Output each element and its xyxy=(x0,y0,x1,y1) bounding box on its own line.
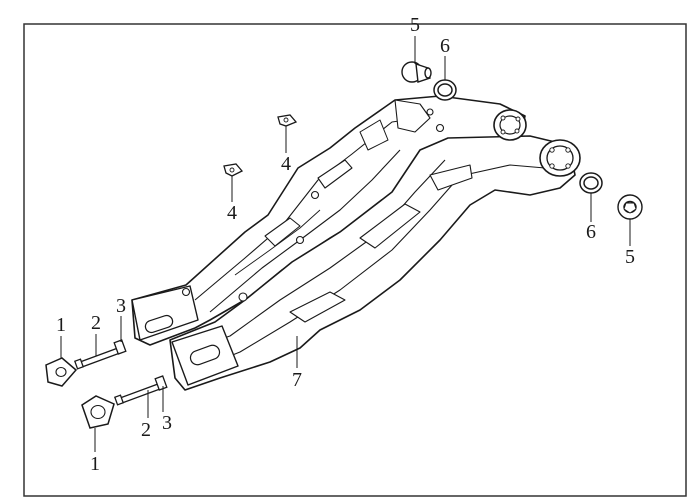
flange-nut-upper xyxy=(45,357,78,387)
callout-4-upper: 4 xyxy=(281,153,291,175)
callout-6-lower: 6 xyxy=(586,221,596,243)
pivot-washer-lower xyxy=(579,172,603,194)
pivot-bolt-lower xyxy=(617,194,643,220)
pivot-washer-upper xyxy=(433,79,457,101)
swingarm xyxy=(131,95,581,391)
callout-4-lower: 4 xyxy=(227,202,237,224)
clip-nut-lower xyxy=(223,163,244,177)
flange-nut-lower xyxy=(81,395,115,429)
callout-1-upper: 1 xyxy=(56,314,66,336)
leader-lines xyxy=(60,36,631,452)
callout-6-upper: 6 xyxy=(440,35,450,57)
clip-nut-upper xyxy=(277,114,298,127)
adjuster-bolt-upper xyxy=(73,347,121,370)
callout-2-lower: 2 xyxy=(141,419,151,441)
callout-3-upper: 3 xyxy=(116,295,126,317)
callout-2-upper: 2 xyxy=(91,312,101,334)
diagram-frame xyxy=(23,23,687,497)
adjuster-bolt-lower xyxy=(113,383,161,406)
callout-5-lower: 5 xyxy=(625,246,635,268)
callout-5-upper: 5 xyxy=(410,14,420,36)
pivot-bolt-upper xyxy=(401,61,432,83)
callout-1-lower: 1 xyxy=(90,453,100,475)
callout-7: 7 xyxy=(292,369,302,391)
callout-3-lower: 3 xyxy=(162,412,172,434)
lock-nut-upper xyxy=(113,339,127,355)
